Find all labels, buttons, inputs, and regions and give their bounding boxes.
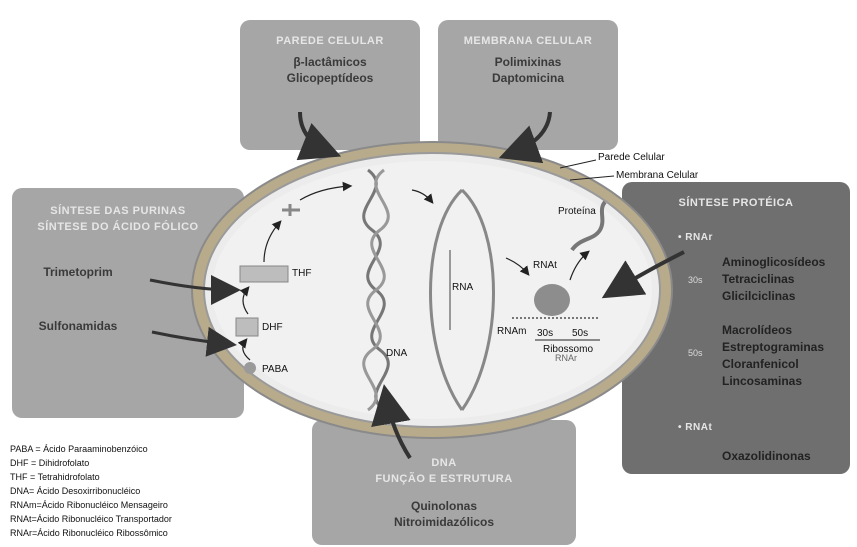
- dhf-block-icon: [236, 318, 258, 336]
- cell-wall-title: PAREDE CELULAR: [276, 35, 384, 47]
- dna-label: DNA: [386, 348, 407, 359]
- legend-item: RNAm=Ácido Ribonucléico Mensageiro: [10, 500, 168, 510]
- drug-30s: Aminoglicosídeos: [722, 255, 826, 269]
- thf-label: THF: [292, 268, 311, 279]
- cell-membrane-drug: Polimixinas: [495, 55, 562, 69]
- cell-wall-drug: Glicopeptídeos: [287, 71, 374, 85]
- dna-panel-title: DNA: [431, 457, 456, 469]
- dna-panel-title: FUNÇÃO E ESTRUTURA: [375, 472, 512, 485]
- abbreviation-legend: PABA = Ácido Paraaminobenzóico DHF = Dih…: [10, 444, 172, 538]
- folate-drug: Sulfonamidas: [39, 319, 118, 333]
- sub-30s: 30s: [688, 275, 703, 285]
- rnat-cell-label: RNAt: [533, 260, 557, 271]
- cell-membrane-panel: MEMBRANA CELULAR Polimixinas Daptomicina: [438, 20, 618, 150]
- dna-drug: Nitroimidazólicos: [394, 515, 494, 529]
- drug-50s: Lincosaminas: [722, 374, 802, 388]
- drug-30s: Tetraciclinas: [722, 272, 795, 286]
- cell-wall-drug: β-lactâmicos: [293, 55, 367, 69]
- protein-title: SÍNTESE PROTÉICA: [679, 196, 794, 209]
- ribosome-icon: [534, 284, 570, 316]
- folate-title: SÍNTESE DO ÁCIDO FÓLICO: [37, 220, 198, 233]
- legend-item: PABA = Ácido Paraaminobenzóico: [10, 444, 148, 454]
- rnam-cell-label: RNAm: [497, 326, 526, 337]
- sub-50s: 50s: [688, 348, 703, 358]
- folate-drug: Trimetoprim: [43, 265, 112, 279]
- drug-rnat: Oxazolidinonas: [722, 449, 811, 463]
- legend-item: RNAr=Ácido Ribonucléico Ribossômico: [10, 528, 168, 538]
- protein-label: Proteína: [558, 206, 596, 217]
- legend-item: RNAt=Ácido Ribonucléico Transportador: [10, 514, 172, 524]
- rna-label: RNA: [452, 282, 473, 293]
- legend-item: DHF = Dihidrofolato: [10, 458, 89, 468]
- membrane-label: Membrana Celular: [616, 170, 699, 181]
- paba-label: PABA: [262, 364, 288, 375]
- drug-50s: Cloranfenicol: [722, 357, 799, 371]
- rnar-cell-label: RNAr: [555, 353, 577, 363]
- ribosome-50s: 50s: [572, 328, 588, 339]
- dhf-label: DHF: [262, 322, 283, 333]
- drug-30s: Glicilciclinas: [722, 289, 796, 303]
- thf-block-icon: [240, 266, 288, 282]
- wall-label: Parede Celular: [598, 152, 665, 163]
- cell-membrane-drug: Daptomicina: [492, 71, 564, 85]
- rnar-label: • RNAr: [678, 232, 713, 243]
- drug-50s: Estreptograminas: [722, 340, 824, 354]
- dna-drug: Quinolonas: [411, 499, 477, 513]
- rnat-label: • RNAt: [678, 422, 712, 433]
- folate-title: SÍNTESE DAS PURINAS: [50, 204, 185, 217]
- paba-molecule-icon: [244, 362, 256, 374]
- legend-item: THF = Tetrahidrofolato: [10, 472, 100, 482]
- cell-membrane-title: MEMBRANA CELULAR: [464, 35, 593, 47]
- drug-50s: Macrolídeos: [722, 323, 792, 337]
- ribosome-30s: 30s: [537, 328, 553, 339]
- cell-wall-panel: PAREDE CELULAR β-lactâmicos Glicopeptíde…: [240, 20, 420, 150]
- legend-item: DNA= Ácido Desoxirribonucléico: [10, 486, 140, 496]
